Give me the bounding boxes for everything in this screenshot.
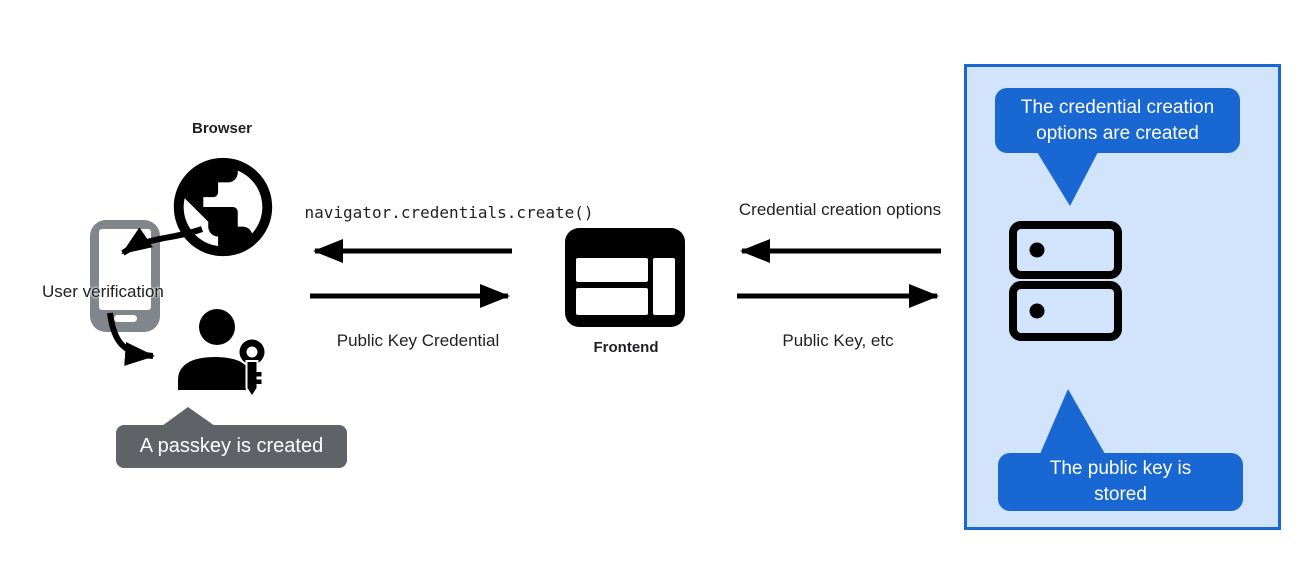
frontend-label: Frontend xyxy=(593,339,659,356)
passkey-created-text: A passkey is created xyxy=(139,435,324,457)
create-call-label: navigator.credentials.create() xyxy=(304,203,594,222)
browser-window-icon xyxy=(565,228,685,327)
globe-icon xyxy=(164,148,282,266)
browser-label: Browser xyxy=(191,120,253,137)
options-created-line1: The credential creation xyxy=(1020,96,1215,118)
public-key-stored-line1: The public key is xyxy=(1049,458,1192,479)
public-key-etc-label: Public Key, etc xyxy=(782,331,894,350)
public-key-stored-callout: The public key is stored xyxy=(998,389,1243,511)
credential-creation-options-label: Credential creation options xyxy=(738,200,942,219)
public-key-credential-label: Public Key Credential xyxy=(336,331,500,350)
user-verification-label: User verification xyxy=(42,282,164,301)
public-key-stored-line2: stored xyxy=(1094,484,1147,505)
person-key-icon xyxy=(175,305,273,399)
server-stack-icon xyxy=(1008,220,1123,342)
options-created-callout: The credential creation options are crea… xyxy=(995,88,1240,206)
tooltip-pointer-up xyxy=(162,407,215,426)
callout-pointer-up xyxy=(1040,389,1105,454)
passkey-created-tooltip: A passkey is created xyxy=(116,407,347,468)
callout-pointer-down xyxy=(1037,152,1098,206)
smartphone-icon xyxy=(88,218,162,334)
options-created-line2: options are created xyxy=(1036,122,1199,144)
